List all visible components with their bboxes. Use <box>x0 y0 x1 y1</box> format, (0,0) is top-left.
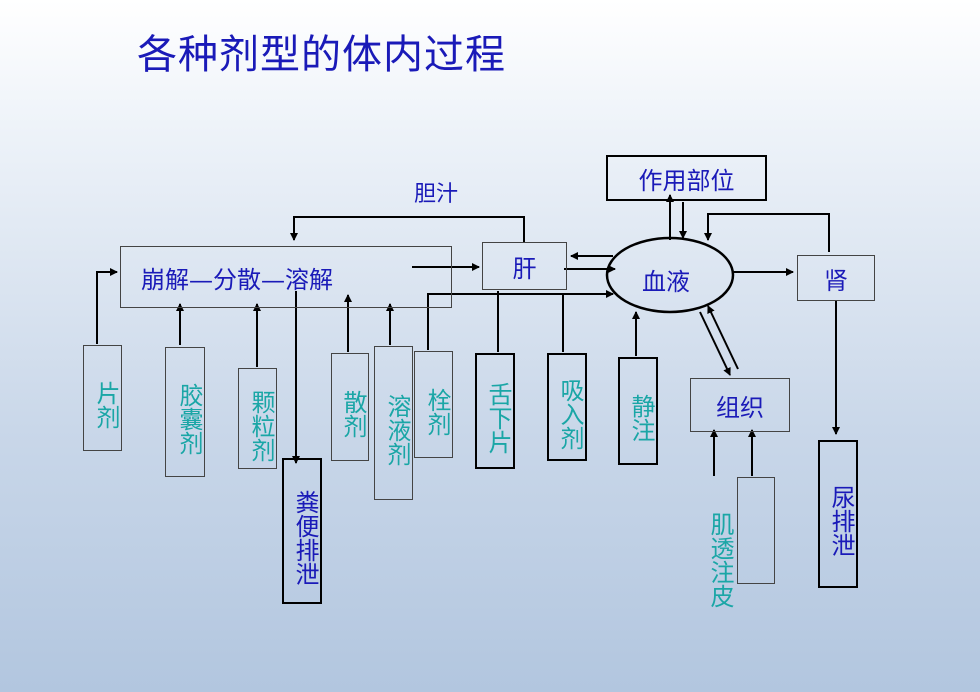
urine-box: 尿排泄 <box>818 440 858 588</box>
action-site-box: 作用部位 <box>606 155 767 201</box>
blood-label: 血液 <box>642 268 690 296</box>
feces-box: 粪便排泄 <box>282 458 322 604</box>
im-sc-box <box>737 477 775 584</box>
tissue-box: 组织 <box>690 378 790 432</box>
dissolution-label: 崩解—分散—溶解 <box>141 265 333 294</box>
page-title: 各种剂型的体内过程 <box>137 32 506 78</box>
tablet-box: 片剂 <box>83 345 122 451</box>
suppository-box: 栓剂 <box>414 351 453 458</box>
powder-box: 散剂 <box>331 353 369 461</box>
dissolution-box: 崩解—分散—溶解 <box>120 246 452 308</box>
liver-box: 肝 <box>482 242 567 290</box>
kidney-box: 肾 <box>797 255 875 301</box>
granule-box: 颗粒剂 <box>238 368 277 469</box>
iv-box: 静注 <box>618 357 658 465</box>
im-sc-label: 肌透注皮 <box>706 512 734 608</box>
solution-box: 溶液剂 <box>374 346 413 500</box>
bile-label: 胆汁 <box>414 182 459 207</box>
capsule-box: 胶囊剂 <box>165 347 205 477</box>
sublingual-box: 舌下片 <box>475 353 515 469</box>
inhalant-box: 吸入剂 <box>547 353 587 461</box>
